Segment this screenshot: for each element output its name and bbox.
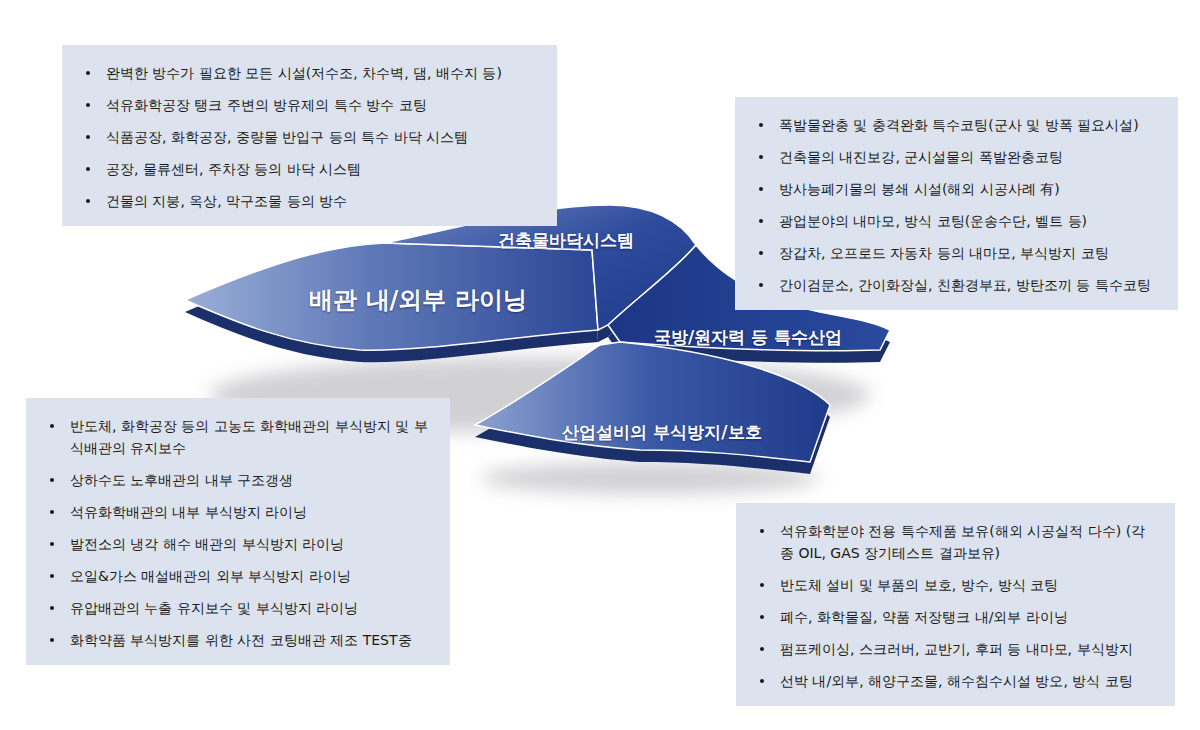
bullet-text: 완벽한 방수가 필요한 모든 시설(저수조, 차수벽, 댐, 배수지 등) bbox=[106, 65, 502, 81]
bullet-item: 반도체, 화학공장 등의 고농도 화학배관의 부식방지 및 부식배관의 유지보수 bbox=[46, 415, 436, 459]
bullet-text: 간이검문소, 간이화장실, 친환경부표, 방탄조끼 등 특수코팅 bbox=[779, 277, 1151, 293]
bullet-dot bbox=[50, 606, 54, 610]
segment-label: 산업설비의 부식방지/보호 bbox=[562, 421, 761, 444]
bullet-item: 선박 내/외부, 해양구조물, 해수침수시설 방오, 방식 코팅 bbox=[756, 670, 1161, 692]
bullet-text: 화학약품 부식방지를 위한 사전 코팅배관 제조 TEST중 bbox=[70, 632, 412, 648]
info-panel: 완벽한 방수가 필요한 모든 시설(저수조, 차수벽, 댐, 배수지 등) 석유화… bbox=[62, 45, 557, 226]
bullet-text: 반도체, 화학공장 등의 고농도 화학배관의 부식방지 및 부식배관의 유지보수 bbox=[70, 418, 428, 456]
bullet-text: 건축물의 내진보강, 군시설물의 폭발완충코팅 bbox=[779, 149, 1063, 165]
bullet-dot bbox=[86, 103, 90, 107]
bullet-text: 상하수도 노후배관의 내부 구조갱생 bbox=[70, 472, 293, 488]
bullet-dot bbox=[760, 583, 764, 587]
bullet-dot bbox=[759, 155, 763, 159]
bullet-item: 폐수, 화학물질, 약품 저장탱크 내/외부 라이닝 bbox=[756, 606, 1161, 628]
bullet-dot bbox=[50, 478, 54, 482]
bullet-dot bbox=[759, 123, 763, 127]
bullet-item: 건물의 지붕, 옥상, 막구조물 등의 방수 bbox=[82, 190, 543, 212]
bullet-item: 유압배관의 누출 유지보수 및 부식방지 라이닝 bbox=[46, 597, 436, 619]
wave-segment: 국방/원자력 등 특수산업 bbox=[654, 326, 842, 349]
info-panel: 폭발물완충 및 충격완화 특수코팅(군사 및 방폭 필요시설) 건축물의 내진보강… bbox=[735, 97, 1178, 310]
bullet-dot bbox=[760, 615, 764, 619]
bullet-dot bbox=[86, 167, 90, 171]
bullet-text: 식품공장, 화학공장, 중량물 반입구 등의 특수 바닥 시스템 bbox=[106, 129, 468, 145]
bullet-text: 발전소의 냉각 해수 배관의 부식방지 라이닝 bbox=[70, 536, 344, 552]
bullet-item: 오일&가스 매설배관의 외부 부식방지 라이닝 bbox=[46, 565, 436, 587]
bullet-text: 펌프케이싱, 스크러버, 교반기, 후퍼 등 내마모, 부식방지 bbox=[780, 641, 1133, 657]
bullet-dot bbox=[759, 219, 763, 223]
segment-label: 건축물바닥시스템 bbox=[498, 229, 634, 252]
bullet-item: 폭발물완충 및 충격완화 특수코팅(군사 및 방폭 필요시설) bbox=[755, 114, 1164, 136]
bullet-dot bbox=[50, 424, 54, 428]
bullet-dot bbox=[50, 510, 54, 514]
bullet-item: 상하수도 노후배관의 내부 구조갱생 bbox=[46, 469, 436, 491]
band-face bbox=[475, 342, 830, 462]
bullet-item: 석유화학분야 전용 특수제품 보유(해외 시공실적 다수) (각 종 OIL, … bbox=[756, 520, 1161, 564]
bullet-dot bbox=[86, 135, 90, 139]
bullet-item: 화학약품 부식방지를 위한 사전 코팅배관 제조 TEST중 bbox=[46, 629, 436, 651]
bullet-text: 광업분야의 내마모, 방식 코팅(운송수단, 벨트 등) bbox=[779, 213, 1087, 229]
bullet-text: 방사능폐기물의 봉쇄 시설(해외 시공사례 有) bbox=[779, 181, 1060, 197]
bullet-item: 간이검문소, 간이화장실, 친환경부표, 방탄조끼 등 특수코팅 bbox=[755, 274, 1164, 296]
bullet-text: 건물의 지붕, 옥상, 막구조물 등의 방수 bbox=[106, 193, 347, 209]
bullet-item: 펌프케이싱, 스크러버, 교반기, 후퍼 등 내마모, 부식방지 bbox=[756, 638, 1161, 660]
wave-segment: 배관 내/외부 라이닝 bbox=[309, 284, 526, 316]
bullet-dot bbox=[760, 647, 764, 651]
bullet-text: 선박 내/외부, 해양구조물, 해수침수시설 방오, 방식 코팅 bbox=[780, 673, 1133, 689]
bullet-item: 장갑차, 오프로드 자동차 등의 내마모, 부식방지 코팅 bbox=[755, 242, 1164, 264]
bullet-item: 식품공장, 화학공장, 중량물 반입구 등의 특수 바닥 시스템 bbox=[82, 126, 543, 148]
bullet-text: 석유화학배관의 내부 부식방지 라이닝 bbox=[70, 504, 307, 520]
bullet-dot bbox=[759, 187, 763, 191]
bullet-item: 완벽한 방수가 필요한 모든 시설(저수조, 차수벽, 댐, 배수지 등) bbox=[82, 62, 543, 84]
bullet-dot bbox=[760, 529, 764, 533]
bullet-dot bbox=[759, 283, 763, 287]
bullet-text: 오일&가스 매설배관의 외부 부식방지 라이닝 bbox=[70, 568, 351, 584]
wave-segment: 산업설비의 부식방지/보호 bbox=[562, 421, 761, 444]
bullet-dot bbox=[86, 71, 90, 75]
bullet-item: 공장, 물류센터, 주차장 등의 바닥 시스템 bbox=[82, 158, 543, 180]
bullet-dot bbox=[86, 199, 90, 203]
bullet-dot bbox=[50, 638, 54, 642]
wave-segment: 건축물바닥시스템 bbox=[498, 229, 634, 252]
bullet-text: 폐수, 화학물질, 약품 저장탱크 내/외부 라이닝 bbox=[780, 609, 1068, 625]
bullet-item: 광업분야의 내마모, 방식 코팅(운송수단, 벨트 등) bbox=[755, 210, 1164, 232]
bullet-text: 석유화학공장 탱크 주변의 방유제의 특수 방수 코팅 bbox=[106, 97, 427, 113]
bullet-text: 반도체 설비 및 부품의 보호, 방수, 방식 코팅 bbox=[780, 577, 1058, 593]
bullet-item: 반도체 설비 및 부품의 보호, 방수, 방식 코팅 bbox=[756, 574, 1161, 596]
bullet-item: 건축물의 내진보강, 군시설물의 폭발완충코팅 bbox=[755, 146, 1164, 168]
bullet-text: 유압배관의 누출 유지보수 및 부식방지 라이닝 bbox=[70, 600, 358, 616]
segment-label: 배관 내/외부 라이닝 bbox=[309, 284, 526, 316]
bullet-text: 폭발물완충 및 충격완화 특수코팅(군사 및 방폭 필요시설) bbox=[779, 117, 1139, 133]
bullet-dot bbox=[759, 251, 763, 255]
bullet-item: 발전소의 냉각 해수 배관의 부식방지 라이닝 bbox=[46, 533, 436, 555]
bullet-dot bbox=[760, 679, 764, 683]
bullet-item: 석유화학공장 탱크 주변의 방유제의 특수 방수 코팅 bbox=[82, 94, 543, 116]
info-panel: 반도체, 화학공장 등의 고농도 화학배관의 부식방지 및 부식배관의 유지보수… bbox=[26, 398, 450, 665]
segment-label: 국방/원자력 등 특수산업 bbox=[654, 326, 842, 349]
band-face bbox=[185, 243, 598, 350]
bullet-dot bbox=[50, 542, 54, 546]
bullet-dot bbox=[50, 574, 54, 578]
bullet-text: 장갑차, 오프로드 자동차 등의 내마모, 부식방지 코팅 bbox=[779, 245, 1109, 261]
bullet-text: 공장, 물류센터, 주차장 등의 바닥 시스템 bbox=[106, 161, 361, 177]
bullet-item: 방사능폐기물의 봉쇄 시설(해외 시공사례 有) bbox=[755, 178, 1164, 200]
bullet-text: 석유화학분야 전용 특수제품 보유(해외 시공실적 다수) (각 종 OIL, … bbox=[780, 523, 1145, 561]
info-panel: 석유화학분야 전용 특수제품 보유(해외 시공실적 다수) (각 종 OIL, … bbox=[736, 503, 1175, 706]
bullet-item: 석유화학배관의 내부 부식방지 라이닝 bbox=[46, 501, 436, 523]
